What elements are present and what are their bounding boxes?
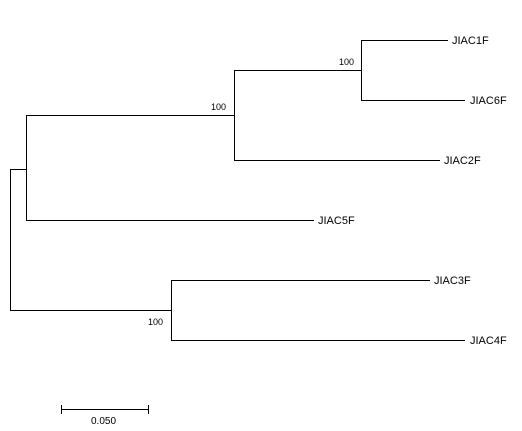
scale-bar: 0.050 bbox=[61, 405, 149, 427]
taxon-label-jiac3f: JIAC3F bbox=[434, 275, 471, 287]
scale-bar-label: 0.050 bbox=[91, 416, 116, 427]
taxon-label-jiac6f: JIAC6F bbox=[470, 95, 507, 107]
bootstrap-value-clade-3-4: 100 bbox=[148, 317, 163, 327]
bootstrap-value-clade-1-6: 100 bbox=[339, 57, 354, 67]
taxon-label-jiac2f: JIAC2F bbox=[444, 155, 481, 167]
bootstrap-value-clade-1-6-2: 100 bbox=[211, 102, 226, 112]
taxon-label-jiac1f: JIAC1F bbox=[452, 35, 489, 47]
taxon-label-jiac5f: JIAC5F bbox=[318, 215, 355, 227]
taxon-label-jiac4f: JIAC4F bbox=[470, 335, 507, 347]
